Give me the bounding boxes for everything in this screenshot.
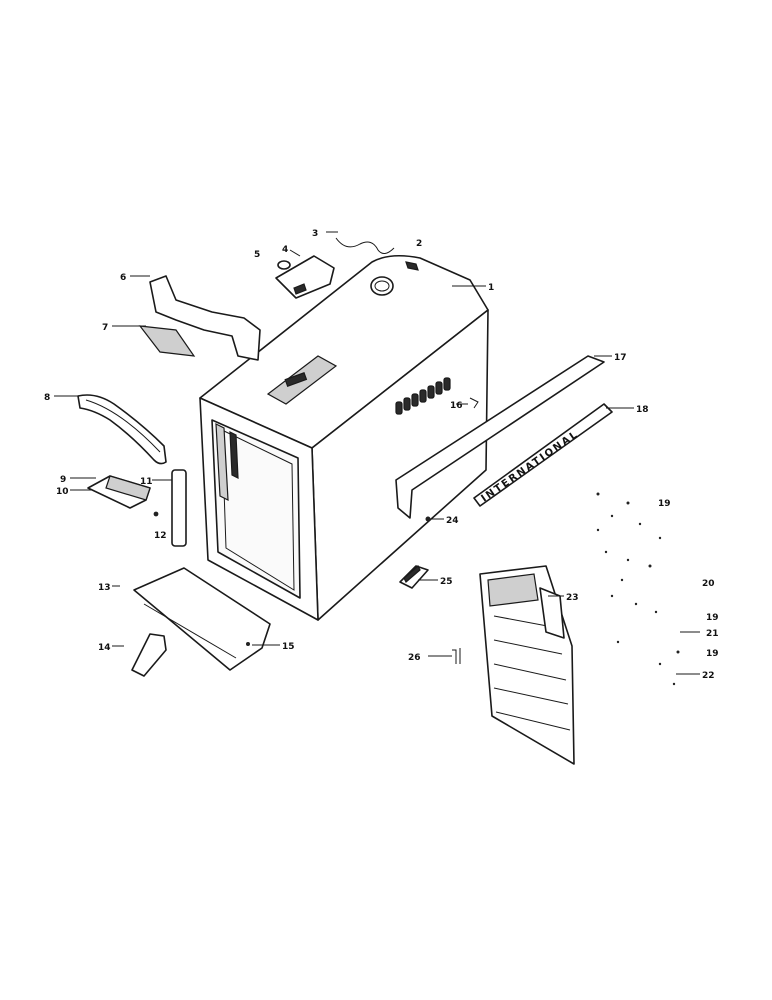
pad-part-7 — [138, 325, 196, 357]
leader-lines — [54, 231, 700, 675]
callout-24: 24 — [446, 516, 459, 526]
grille-part-23 — [479, 565, 575, 765]
callout-10: 10 — [56, 487, 69, 497]
fastener-part-12 — [153, 511, 159, 517]
callout-17: 17 — [614, 353, 627, 363]
callout-26: 26 — [408, 653, 421, 663]
clip-part-26 — [452, 648, 461, 664]
callout-23: 23 — [566, 593, 579, 603]
hood-housing — [199, 254, 489, 621]
callout-6: 6 — [120, 273, 126, 283]
callout-2: 2 — [416, 239, 422, 249]
fastener-part-24 — [425, 516, 431, 522]
callout-18: 18 — [636, 405, 649, 415]
callout-8: 8 — [44, 393, 50, 403]
plate-part-4 — [275, 255, 335, 299]
grommet-part-3 — [335, 237, 395, 254]
callout-14: 14 — [98, 643, 111, 653]
callout-21: 21 — [706, 629, 719, 639]
callout-3: 3 — [312, 229, 318, 239]
callout-19: 19 — [706, 613, 719, 623]
emblem-text: INTERNATIONAL — [479, 429, 581, 505]
callout-7: 7 — [102, 323, 108, 333]
washer-part-5 — [277, 260, 291, 270]
callout-5: 5 — [254, 250, 260, 260]
post-part-11 — [171, 469, 187, 547]
callout-9: 9 — [60, 475, 66, 485]
callout-13: 13 — [98, 583, 111, 593]
callout-22: 22 — [702, 671, 715, 681]
callout-4: 4 — [282, 245, 288, 255]
air-duct-part-6 — [149, 275, 261, 361]
vent-louvres — [395, 377, 451, 415]
fastener-part-15 — [246, 642, 250, 646]
callout-11: 11 — [140, 477, 153, 487]
callout-12: 12 — [154, 531, 167, 541]
callout-20: 20 — [702, 579, 715, 589]
callout-19: 19 — [658, 499, 671, 509]
callout-1: 1 — [488, 283, 494, 293]
vent-panel-part-25 — [399, 565, 429, 589]
callout-25: 25 — [440, 577, 453, 587]
floor-plate-part-13 — [133, 567, 271, 671]
callout-15: 15 — [282, 642, 295, 652]
side-strip-part-17 — [395, 355, 605, 519]
fasteners-19-22 — [596, 492, 680, 686]
callout-labels: 1 2 3 4 5 6 7 8 9 10 11 12 13 14 15 16 1… — [44, 229, 719, 681]
callout-19: 19 — [706, 649, 719, 659]
step-part-14 — [131, 633, 167, 677]
clip-part-2 — [405, 261, 419, 271]
callout-16: 16 — [450, 401, 463, 411]
handle-bar-part-8 — [77, 394, 167, 465]
clip-part-16 — [469, 397, 479, 409]
